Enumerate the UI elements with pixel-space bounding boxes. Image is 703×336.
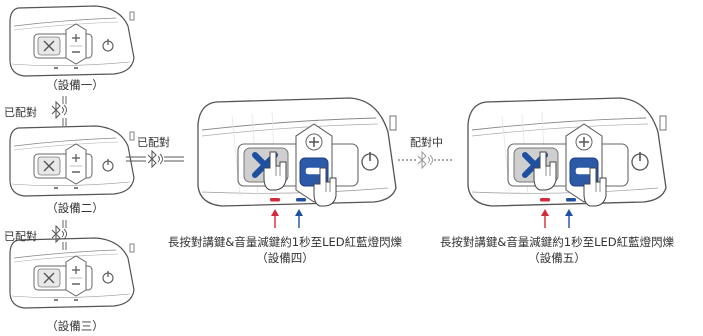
- device-4-instruction: 長按對講鍵&音量減鍵約1秒至LED紅藍燈閃爍: [167, 235, 403, 249]
- arrow-up-icon: [541, 209, 549, 228]
- device-4-caption: （設備四）: [256, 251, 314, 265]
- device-1-illustration: [9, 5, 135, 77]
- vertical-link-2-label: 已配對: [4, 230, 37, 243]
- paired-link-line: [126, 156, 184, 162]
- device-1-caption: （設備一）: [46, 78, 104, 92]
- vertical-link-1-label: 已配對: [4, 106, 37, 119]
- bluetooth-icon: [51, 101, 67, 119]
- device-3-illustration: [9, 237, 135, 309]
- vertical-link-2: [62, 220, 67, 250]
- paired-link-label: 已配對: [137, 136, 170, 149]
- device-2-caption: （設備二）: [46, 201, 104, 215]
- device-5-caption: （設備五）: [528, 251, 586, 265]
- bluetooth-icon: [417, 151, 433, 169]
- pairing-link-label: 配對中: [410, 136, 443, 149]
- arrow-up-icon: [271, 209, 279, 228]
- arrow-up-icon: [565, 209, 573, 228]
- device-5-illustration: [468, 98, 666, 206]
- bluetooth-icon: [147, 150, 163, 168]
- device-5-instruction: 長按對講鍵&音量減鍵約1秒至LED紅藍燈閃爍: [439, 235, 675, 249]
- arrow-up-icon: [295, 209, 303, 228]
- vertical-link-1: [62, 96, 67, 126]
- device-2-illustration: [9, 125, 135, 197]
- device-4-illustration: [198, 98, 396, 206]
- device-3-caption: （設備三）: [46, 319, 104, 333]
